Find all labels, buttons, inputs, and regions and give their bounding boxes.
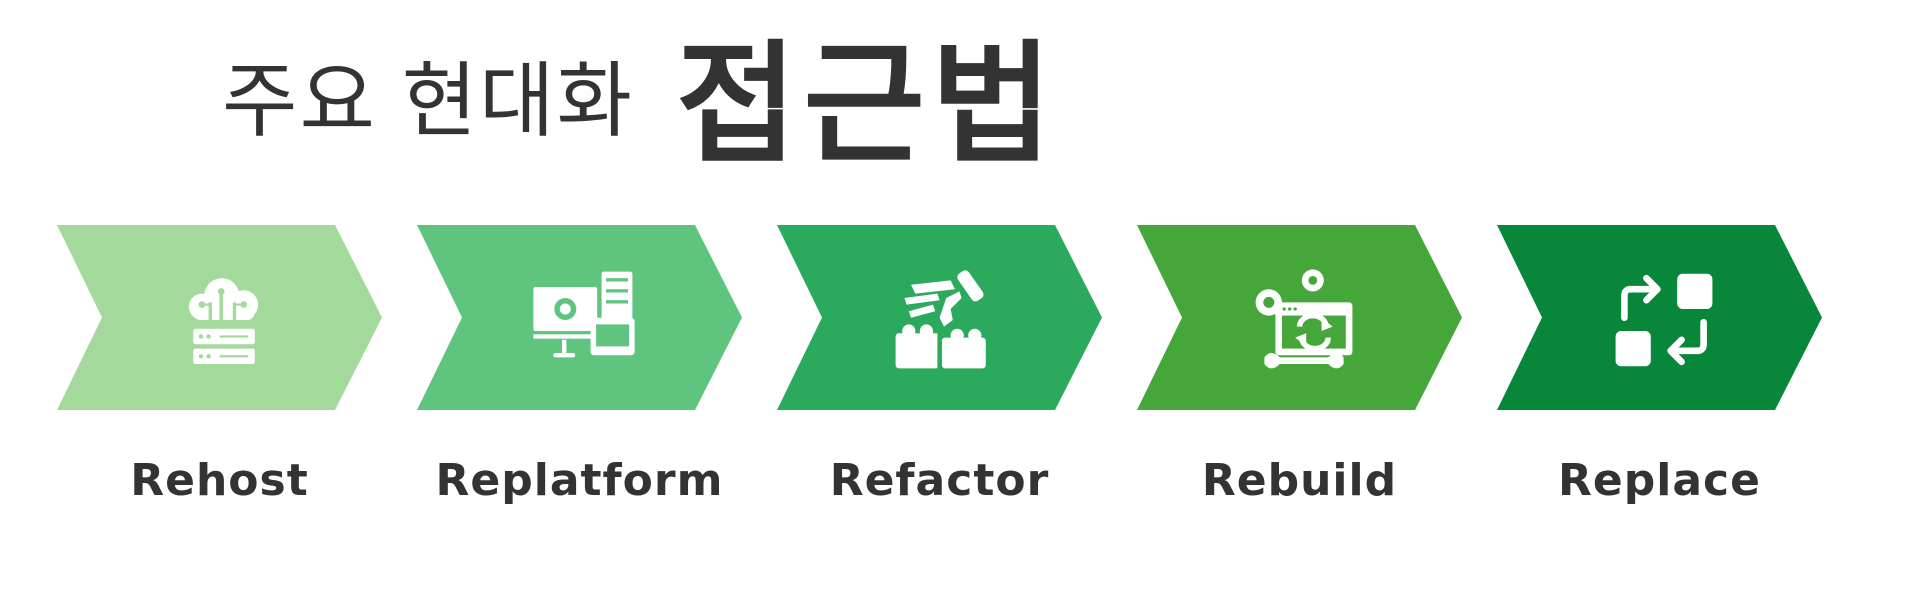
step-label-replace: Replace <box>1558 455 1761 506</box>
step-label-rebuild: Rebuild <box>1201 455 1398 506</box>
cloud-server-icon <box>169 265 279 375</box>
title-part-1: 주요 현대화 <box>222 55 634 147</box>
step-label-refactor: Refactor <box>829 455 1050 506</box>
gears-browser-refresh-icon <box>1249 265 1359 375</box>
step-label-replatform: Replatform <box>435 455 724 506</box>
chevron-shape <box>1497 225 1822 410</box>
step-replace <box>1497 225 1822 410</box>
chevron-shape <box>777 225 1102 410</box>
step-rehost <box>57 225 382 410</box>
step-rebuild <box>1137 225 1462 410</box>
title-part-2: 접근법 <box>675 30 1059 178</box>
step-label-rehost: Rehost <box>130 455 309 506</box>
step-refactor <box>777 225 1102 410</box>
page-title: 주요 현대화 접근법 <box>222 18 1058 178</box>
wand-puzzle-icon <box>889 265 999 375</box>
swap-blocks-icon <box>1609 265 1719 375</box>
step-replatform <box>417 225 742 410</box>
monitor-gear-devices-icon <box>529 265 639 375</box>
